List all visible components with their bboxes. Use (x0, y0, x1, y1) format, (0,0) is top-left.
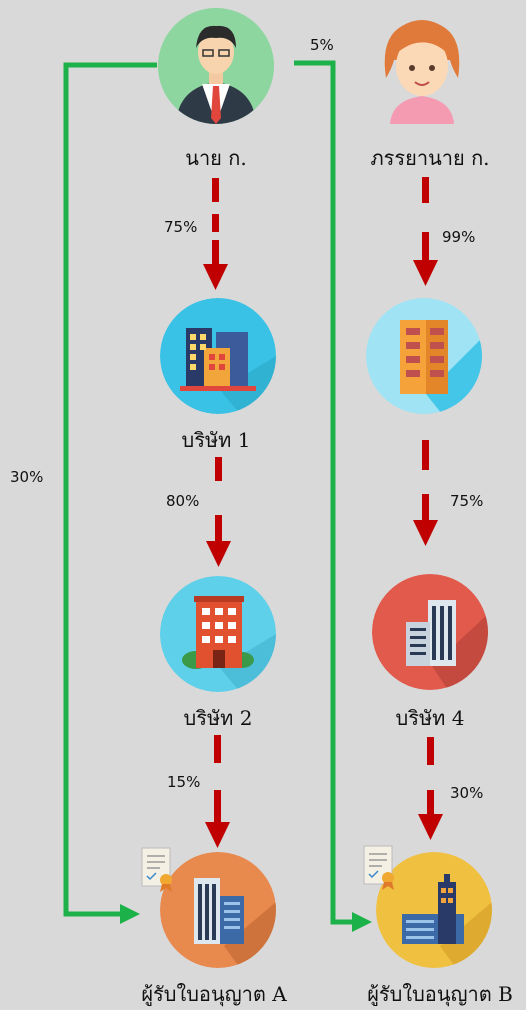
pct-mr-to-licensee-a: 30% (10, 468, 44, 486)
arrow-company3-to-company4 (413, 440, 438, 546)
pct-company2-to-licensee-a: 15% (167, 773, 201, 791)
office-tower-icon (366, 298, 482, 414)
label-mr-k: นาย ก. (185, 146, 247, 170)
woman-icon (372, 8, 472, 124)
office-building-icon (160, 576, 276, 692)
arrow-wife-to-company3 (413, 177, 438, 286)
arrow-company1-to-company2 (206, 457, 231, 567)
label-licensee-a: ผู้รับใบอนุญาต A (141, 982, 287, 1006)
arrow-mr-to-company1 (203, 178, 228, 290)
label-wife-k: ภรรยานาย ก. (370, 146, 490, 170)
pct-mr-to-licensee-b: 5% (310, 36, 334, 54)
arrow-mr-to-licensee-a (63, 62, 157, 924)
pct-company1-to-company2: 80% (166, 492, 200, 510)
arrow-mr-to-licensee-b (294, 60, 372, 932)
pct-company4-to-licensee-b: 30% (450, 784, 484, 802)
label-company1: บริษัท 1 (181, 428, 251, 452)
certificate-icon (360, 844, 400, 892)
businessman-icon (158, 8, 274, 124)
certificate-icon (138, 846, 178, 894)
office-buildings-icon (160, 298, 276, 414)
label-licensee-b: ผู้รับใบอนุญาต B (367, 982, 513, 1006)
licensed-building-icon (160, 852, 276, 968)
arrow-company4-to-licensee-b (418, 737, 443, 840)
pct-mr-to-company1: 75% (164, 218, 198, 236)
pct-wife-to-company3: 99% (442, 228, 476, 246)
skyscraper-icon (372, 574, 488, 690)
label-company2: บริษัท 2 (183, 706, 253, 730)
arrow-company2-to-licensee-a (205, 735, 230, 848)
label-company4: บริษัท 4 (395, 706, 465, 730)
pct-company3-to-company4: 75% (450, 492, 484, 510)
